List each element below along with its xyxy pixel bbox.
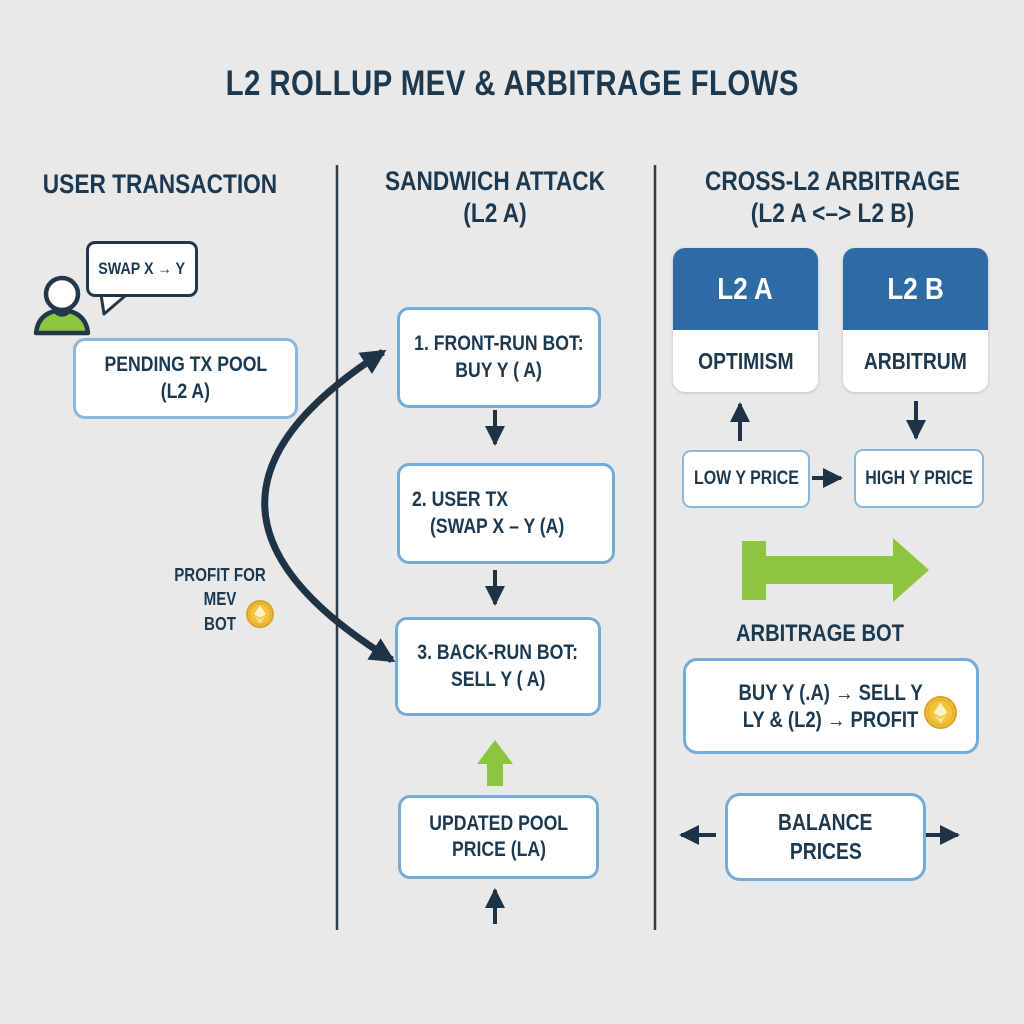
front-run-bot-box: 1. FRONT-RUN BOT: BUY Y ( A) [397, 307, 601, 408]
high-y-price-box: HIGH Y PRICE [854, 449, 984, 508]
chain-l2b-label: L2 B [843, 248, 988, 330]
chain-card-l2b: L2 B ARBITRUM [843, 248, 988, 392]
back-run-bot-box: 3. BACK-RUN BOT: SELL Y ( A) [395, 617, 601, 716]
chain-l2b-network: ARBITRUM [863, 347, 968, 374]
chain-l2a-network: OPTIMISM [697, 347, 794, 374]
header-user-transaction: USER TRANSACTION [42, 169, 278, 199]
arbitrage-bot-label: ARBITRAGE BOT [736, 620, 904, 647]
user-tx-box: 2. USER TX (SWAP X – Y (A) [397, 463, 615, 564]
header-sandwich-attack: SANDWICH ATTACK (L2 A) [384, 166, 606, 228]
user-person-icon [33, 275, 91, 336]
arbitrage-bot-box: BUY Y (.A) → SELL Y LY & (L2) → PROFIT [683, 658, 979, 754]
chain-card-l2a: L2 A OPTIMISM [673, 248, 818, 392]
low-y-price-box: LOW Y PRICE [682, 450, 810, 508]
green-up-arrow-icon [477, 740, 513, 786]
speech-bubble: SWAP X → Y [86, 241, 198, 297]
chain-l2a-label: L2 A [673, 248, 818, 330]
green-right-arrow-icon [742, 538, 929, 602]
balance-prices-box: BALANCE PRICES [725, 793, 926, 881]
pending-tx-pool-box: PENDING TX POOL (L2 A) [73, 338, 298, 419]
header-cross-l2-arbitrage: CROSS-L2 ARBITRAGE (L2 A <–> L2 B) [705, 166, 960, 228]
page-title: L2 ROLLUP MEV & ARBITRAGE FLOWS [225, 64, 799, 103]
updated-pool-price-box: UPDATED POOL PRICE (LA) [398, 795, 599, 879]
profit-for-mev-bot-label: PROFIT FOR MEV BOT [174, 565, 266, 634]
